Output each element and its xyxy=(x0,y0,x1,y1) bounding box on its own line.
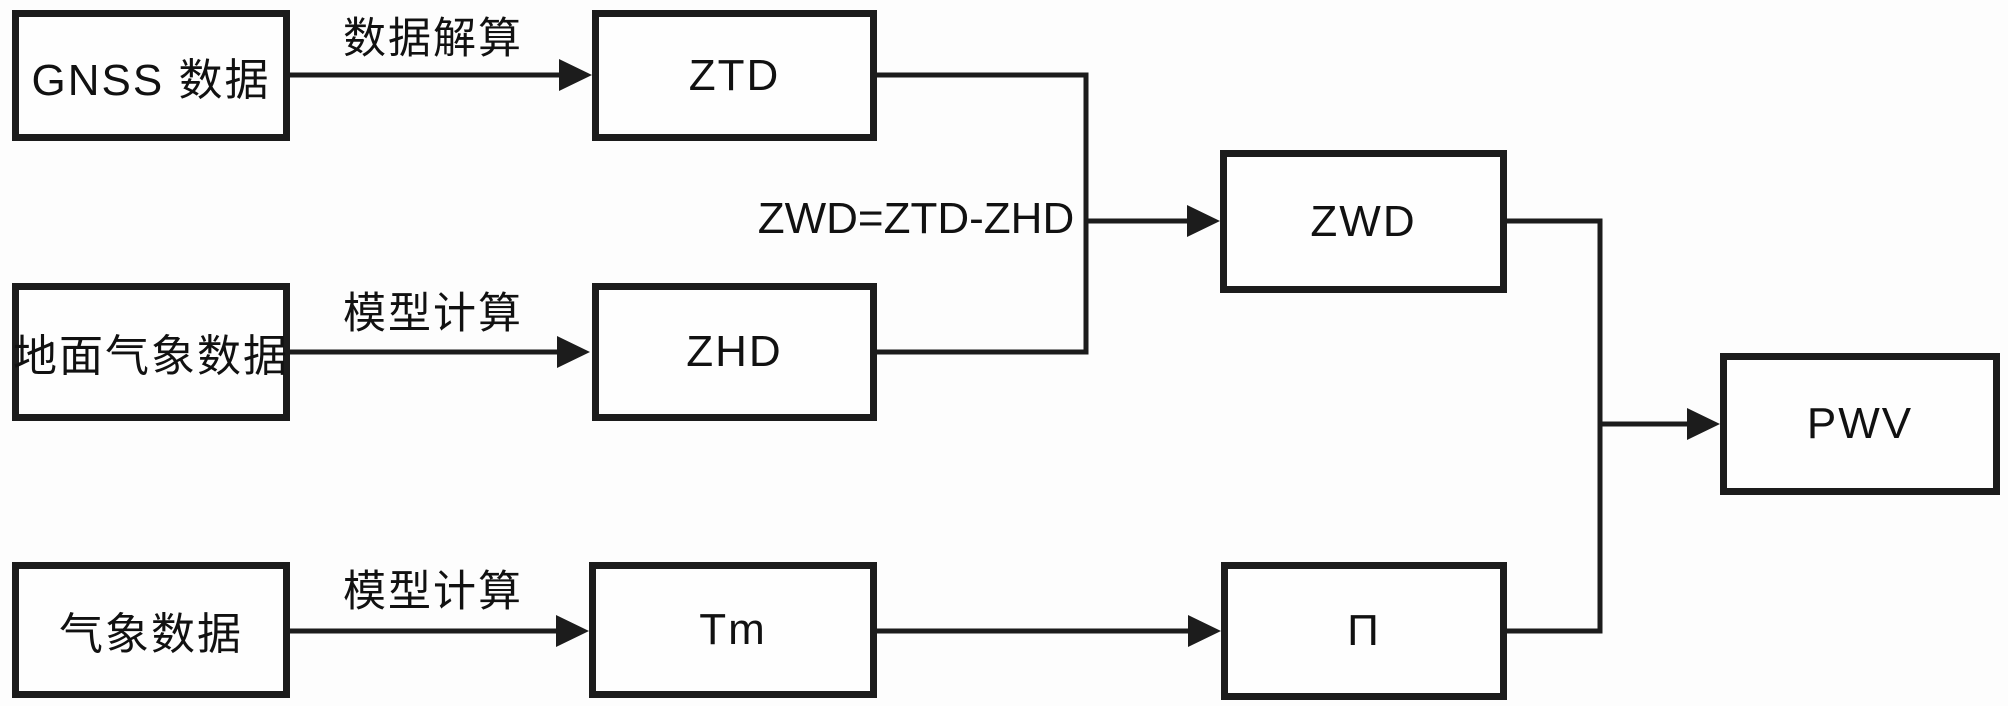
node-zhd-label: ZHD xyxy=(686,327,783,376)
node-ground-met-data: 地面气象数据 xyxy=(12,283,290,421)
node-tm-label: Tm xyxy=(699,605,767,654)
node-met-data-label: 气象数据 xyxy=(59,610,243,659)
node-pwv-label: PWV xyxy=(1806,399,1914,448)
edge-label-zwd-formula: ZWD=ZTD-ZHD xyxy=(757,194,1075,243)
edge-ground-to-zhd xyxy=(290,336,590,368)
edge-zwd-pi-merge xyxy=(1505,218,1603,634)
node-met-data: 气象数据 xyxy=(12,562,290,698)
node-ztd: ZTD xyxy=(592,10,877,141)
node-zhd: ZHD xyxy=(592,283,877,421)
edge-tm-to-pi xyxy=(875,615,1221,647)
node-gnss-data: GNSS 数据 xyxy=(12,10,290,141)
edge-label-model-calc-1: 模型计算 xyxy=(343,290,523,338)
edge-label-data-solve: 数据解算 xyxy=(343,15,523,63)
node-zwd-label: ZWD xyxy=(1310,196,1417,246)
edge-merge-to-zwd xyxy=(1086,205,1220,237)
node-tm: Tm xyxy=(589,562,877,698)
node-zwd: ZWD xyxy=(1220,150,1507,293)
node-ground-met-data-label: 地面气象数据 xyxy=(13,332,289,381)
edge-met-to-tm xyxy=(290,615,589,647)
node-pwv: PWV xyxy=(1720,353,2000,495)
edge-label-model-calc-2: 模型计算 xyxy=(343,568,523,616)
node-pi-label: Π xyxy=(1347,606,1381,655)
node-pi: Π xyxy=(1221,562,1507,700)
node-ztd-label: ZTD xyxy=(688,50,781,100)
edge-gnss-to-ztd xyxy=(290,59,592,91)
edge-ztd-zhd-merge xyxy=(875,72,1089,355)
node-gnss-data-label: GNSS 数据 xyxy=(31,55,271,105)
edge-merge-to-pwv xyxy=(1600,408,1720,440)
